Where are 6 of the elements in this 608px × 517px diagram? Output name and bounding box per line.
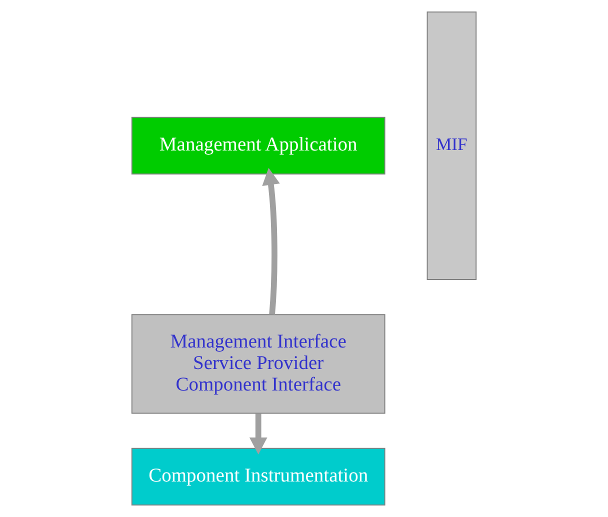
node-box: Management Application: [131, 116, 386, 175]
node-box: MIF: [426, 11, 477, 280]
arrow: [262, 168, 280, 315]
node-box: Component Instrumentation: [131, 448, 386, 506]
node-box: Management Interface Service Provider Component Interface: [131, 314, 386, 414]
arrow: [249, 414, 268, 454]
